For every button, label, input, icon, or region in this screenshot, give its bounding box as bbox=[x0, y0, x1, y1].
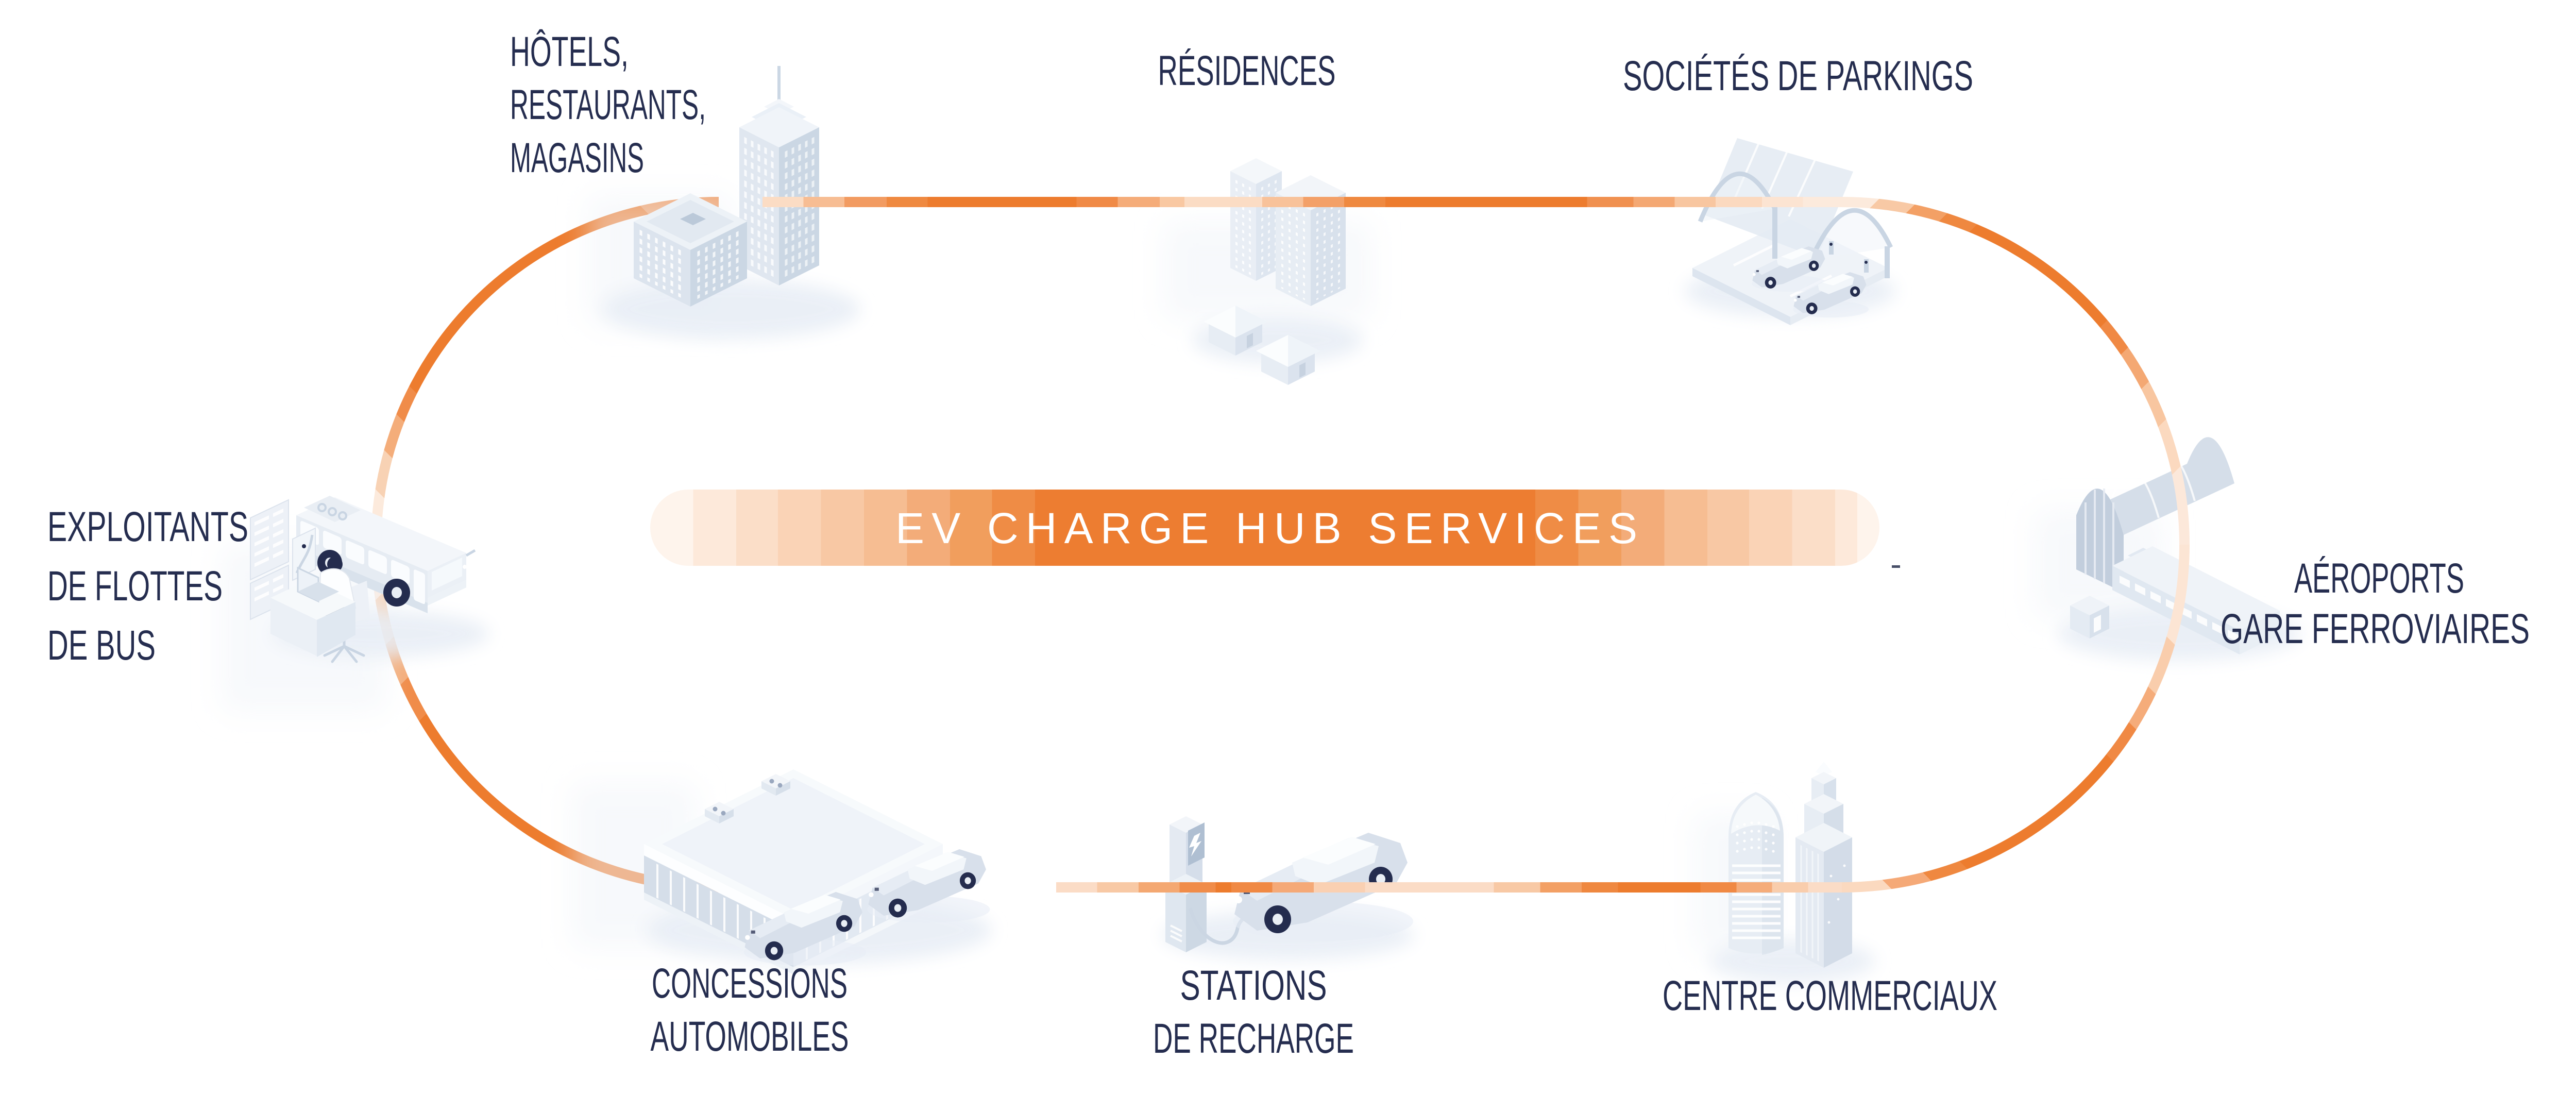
loop-arc-top-right bbox=[1841, 197, 2190, 545]
label-line: RESTAURANTS, bbox=[510, 81, 706, 128]
covered-parking-icon bbox=[1685, 126, 1896, 325]
label-line: STATIONS bbox=[1180, 962, 1327, 1009]
stray-dash-artifact bbox=[1892, 565, 1900, 568]
label-line: DE BUS bbox=[47, 622, 156, 669]
label-centre-commerciaux: CENTRE COMMERCIAUX bbox=[1663, 972, 1997, 1019]
label-concessions-automobiles: CONCESSIONS AUTOMOBILES bbox=[651, 960, 849, 1060]
label-line: AÉROPORTS bbox=[2294, 555, 2464, 602]
label-hotels-restaurants-magasins: HÔTELS, RESTAURANTS, MAGASINS bbox=[510, 28, 706, 181]
label-line: GARE FERROVIAIRES bbox=[2221, 605, 2530, 652]
mall-towers-icon bbox=[1710, 762, 1875, 983]
banner-title: EV CHARGE HUB SERVICES bbox=[895, 504, 1637, 552]
label-line: CONCESSIONS bbox=[652, 960, 848, 1007]
operator-at-desk bbox=[270, 557, 370, 663]
label-residences: RÉSIDENCES bbox=[1158, 47, 1336, 94]
central-banner: EV CHARGE HUB SERVICES bbox=[650, 490, 1879, 566]
label-line: AUTOMOBILES bbox=[651, 1013, 849, 1060]
label-line: HÔTELS, bbox=[510, 28, 629, 75]
car-dealership-icon bbox=[644, 769, 992, 974]
label-line: SOCIÉTÉS DE PARKINGS bbox=[1623, 53, 1973, 99]
label-line: RÉSIDENCES bbox=[1158, 47, 1336, 94]
house bbox=[1256, 335, 1320, 385]
label-stations-de-recharge: STATIONS DE RECHARGE bbox=[1153, 962, 1354, 1062]
label-societes-de-parkings: SOCIÉTÉS DE PARKINGS bbox=[1623, 53, 1973, 99]
bus-fleet-icon bbox=[250, 496, 489, 663]
charge-post bbox=[1864, 259, 1869, 273]
label-line: EXPLOITANTS bbox=[47, 503, 248, 550]
label-line: DE RECHARGE bbox=[1153, 1015, 1354, 1062]
label-exploitants-de-flottes-de-bus: EXPLOITANTS DE FLOTTES DE BUS bbox=[47, 503, 248, 669]
label-aeroports-gare-ferroviaires: AÉROPORTS GARE FERROVIAIRES bbox=[2221, 555, 2530, 652]
banner-pill bbox=[650, 490, 1879, 566]
loop-arc-bottom-right bbox=[1841, 544, 2190, 893]
charge-post bbox=[1829, 241, 1834, 255]
house bbox=[1204, 306, 1267, 356]
node-labels: HÔTELS, RESTAURANTS, MAGASINS RÉSIDENCES… bbox=[47, 28, 2530, 1062]
label-line: MAGASINS bbox=[510, 134, 644, 181]
label-line: DE FLOTTES bbox=[47, 563, 223, 610]
ev-charging-icon bbox=[1162, 816, 1414, 960]
loop-ring-front bbox=[762, 197, 2190, 893]
control-screens bbox=[250, 499, 316, 620]
label-line: CENTRE COMMERCIAUX bbox=[1663, 972, 1997, 1019]
